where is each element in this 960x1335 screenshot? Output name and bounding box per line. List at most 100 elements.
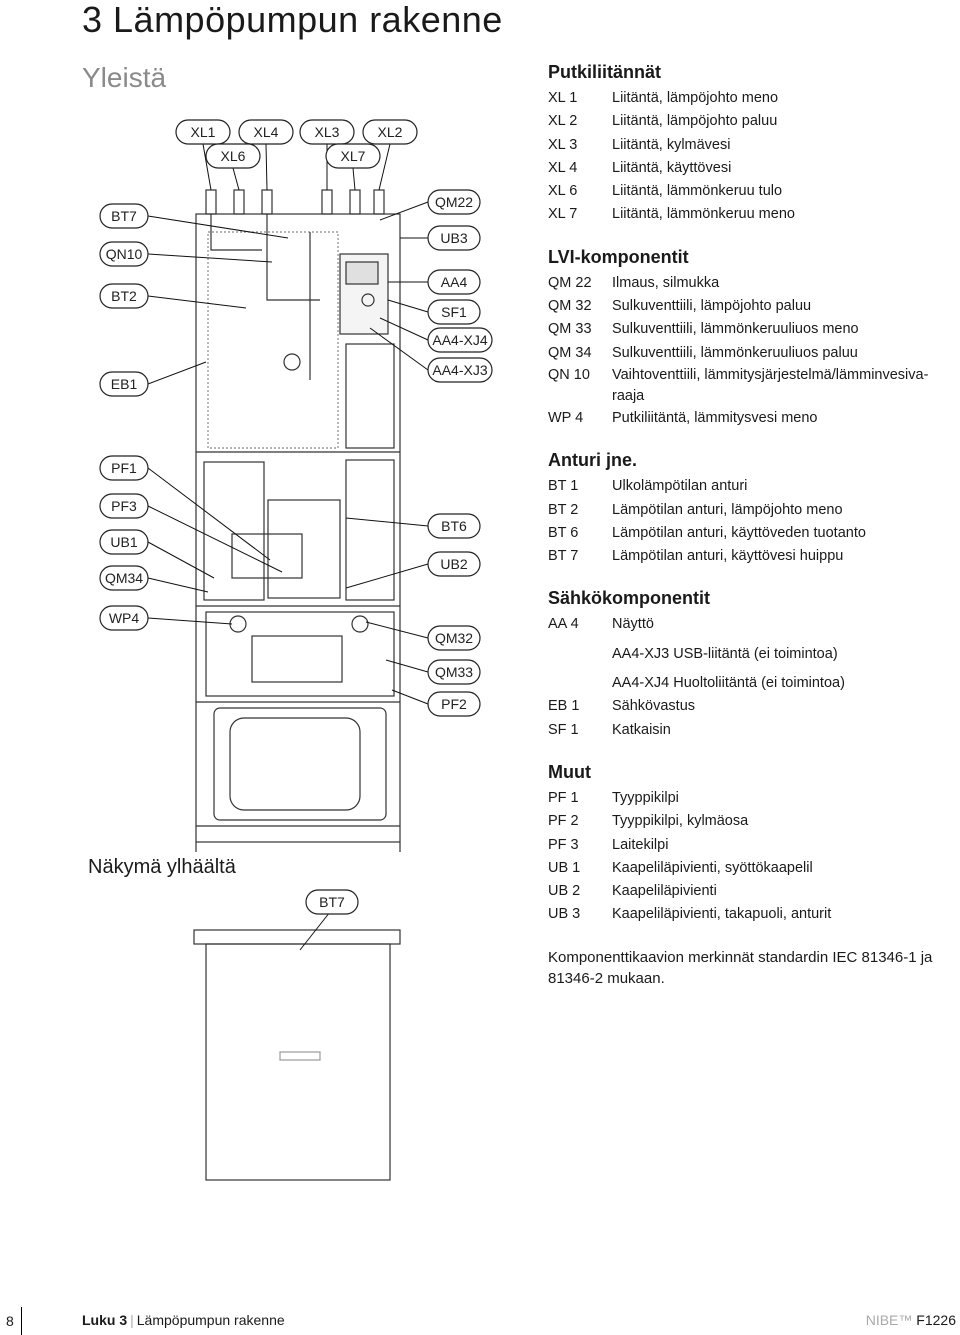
legend-desc: Putkiliitäntä, lämmitysvesi meno <box>612 409 818 426</box>
legend-row: AA4-XJ4 Huoltoliitäntä (ei toimintoa) <box>548 672 960 695</box>
legend-code: AA 4 <box>548 616 579 633</box>
legend-desc: Liitäntä, lämmönkeruu meno <box>612 206 795 223</box>
callout-pf2-label: PF2 <box>441 696 467 712</box>
callout-top-view-bt7-label: BT7 <box>319 894 345 910</box>
chapter-separator: | <box>130 1312 134 1328</box>
callout-bt2: BT2 <box>99 283 149 309</box>
callout-wp4-label: WP4 <box>109 610 140 626</box>
legend-desc: AA4-XJ4 Huoltoliitäntä (ei toimintoa) <box>612 675 845 692</box>
callout-xl2-label: XL2 <box>378 124 403 140</box>
callout-xl7: XL7 <box>325 143 381 169</box>
callout-pf3: PF3 <box>99 493 149 519</box>
legend-desc: AA4-XJ3 USB-liitäntä (ei toimintoa) <box>612 645 838 662</box>
legend-desc: Lämpötilan anturi, lämpöjohto meno <box>612 501 843 518</box>
legend-code <box>548 643 612 666</box>
callout-sf1-label: SF1 <box>441 304 467 320</box>
legend-code <box>548 672 612 695</box>
legend-code: BT 6 <box>548 524 579 541</box>
callout-ub2-label: UB2 <box>440 556 467 572</box>
callout-bt7-label: BT7 <box>111 208 137 224</box>
legend-desc: Tyyppikilpi, kylmäosa <box>612 813 749 830</box>
callout-top-view-bt7: BT7 <box>305 889 359 915</box>
legend-desc: Lämpötilan anturi, käyttöveden tuotanto <box>612 524 866 541</box>
legend-code: SF 1 <box>548 721 579 738</box>
legend-row: XL 7 Liitäntä, lämmönkeruu meno <box>548 203 960 226</box>
callout-wp4: WP4 <box>99 605 149 631</box>
callout-qm33: QM33 <box>427 659 481 685</box>
footer-chapter: Luku 3|Lämpöpumpun rakenne <box>82 1312 285 1328</box>
callout-ub3: UB3 <box>427 225 481 251</box>
legend-desc: Sulkuventtiili, lämpöjohto paluu <box>612 298 812 315</box>
callout-pf2: PF2 <box>427 691 481 717</box>
legend-desc: Liitäntä, lämpöjohto paluu <box>612 113 778 130</box>
legend-row: XL 6 Liitäntä, lämmönkeruu tulo <box>548 180 960 203</box>
legend-code: BT 2 <box>548 501 579 518</box>
legend-code: UB 2 <box>548 883 581 900</box>
legend-desc: Vaihtoventtiili, lämmitysjärjestelmä/läm… <box>612 366 929 404</box>
model-name: F1226 <box>916 1312 956 1328</box>
legend-desc: Kaapeliläpivienti, syöttökaapelil <box>612 859 813 876</box>
callout-bt6-label: BT6 <box>441 518 467 534</box>
legend-group-title: Putkiliitännät <box>548 62 662 82</box>
legend-code: PF 3 <box>548 836 579 853</box>
legend-row: BT 6 Lämpötilan anturi, käyttöveden tuota… <box>548 522 960 545</box>
legend-code: XL 6 <box>548 183 578 200</box>
legend-desc: Liitäntä, kylmävesi <box>612 136 731 153</box>
callout-aa4-xj4-label: AA4-XJ4 <box>432 332 487 348</box>
callout-bt2-label: BT2 <box>111 288 137 304</box>
legend-group-title: LVI-komponentit <box>548 246 689 267</box>
callout-pf3-label: PF3 <box>111 498 137 514</box>
callout-qm32: QM32 <box>427 625 481 651</box>
legend-row: UB 1 Kaapeliläpivienti, syöttökaapelil <box>548 857 960 880</box>
callout-qm32-label: QM32 <box>435 630 473 646</box>
callout-xl3-label: XL3 <box>315 124 340 140</box>
callout-eb1-label: EB1 <box>111 376 138 392</box>
legend-row: SF 1 Katkaisin <box>548 719 960 742</box>
legend-desc: Liitäntä, lämmönkeruu tulo <box>612 183 783 200</box>
footer-product: NIBE™ F1226 <box>866 1312 956 1328</box>
standards-note: Komponenttikaavion merkinnät standardin … <box>548 948 933 987</box>
callout-ub1: UB1 <box>99 529 149 555</box>
callout-qm34: QM34 <box>99 565 149 591</box>
callout-xl6-label: XL6 <box>221 148 246 164</box>
callout-xl6: XL6 <box>205 143 261 169</box>
callout-bt6: BT6 <box>427 513 481 539</box>
legend-code: UB 1 <box>548 859 581 876</box>
callout-qn10: QN10 <box>99 241 149 267</box>
legend-group-title: Sähkökomponentit <box>548 588 711 609</box>
legend-desc: Lämpötilan anturi, käyttövesi huippu <box>612 548 844 565</box>
top-view-label: Näkymä ylhäältä <box>88 856 236 878</box>
legend-desc: Katkaisin <box>612 721 671 738</box>
legend-code: QM 34 <box>548 344 592 361</box>
section-heading: Yleistä <box>82 62 167 93</box>
callout-qm22-label: QM22 <box>435 194 473 210</box>
callout-pf1-label: PF1 <box>111 460 137 476</box>
callout-aa4: AA4 <box>427 269 481 295</box>
page-number: 8 <box>0 1307 22 1335</box>
page-title: 3 Lämpöpumpun rakenne <box>82 0 503 40</box>
callout-qn10-label: QN10 <box>106 246 143 262</box>
legend-code: BT 7 <box>548 548 579 565</box>
legend-desc: Tyyppikilpi <box>612 789 679 806</box>
legend-code: PF 2 <box>548 813 579 830</box>
callout-aa4-xj4: AA4-XJ4 <box>427 327 493 353</box>
legend-desc: Ulkolämpötilan anturi <box>612 478 748 495</box>
callout-sf1: SF1 <box>427 299 481 325</box>
callout-aa4-label: AA4 <box>441 274 468 290</box>
legend-code: XL 7 <box>548 206 578 223</box>
